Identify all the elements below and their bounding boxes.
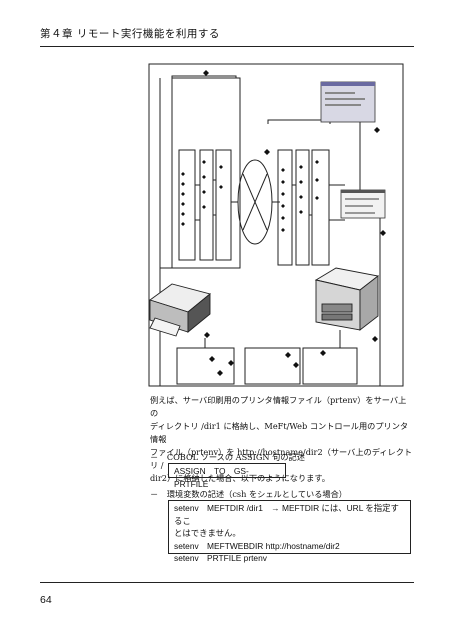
code-setenv: setenv MEFTDIR /dir1 → MEFTDIR には、URL を指… xyxy=(168,500,411,563)
bullet-dash: － xyxy=(150,452,159,462)
printer-left xyxy=(149,283,211,337)
client-column-3 xyxy=(311,149,330,266)
diagram-frame xyxy=(148,63,404,387)
program-column-1 xyxy=(178,149,196,261)
bullet-cobol: － COBOL ソースの ASSIGN 句の記述 xyxy=(150,451,305,463)
bottom-box-3 xyxy=(302,347,358,385)
explanation-paragraph: 例えば、サーバ印刷用のプリンタ情報ファイル（prtenv）をサーバ上の ディレク… xyxy=(150,394,414,485)
code-line: ASSIGN TO GS-PRTFILE xyxy=(174,466,249,489)
code-line: とはできません。 xyxy=(174,528,241,538)
paragraph-line: ディレクトリ /dir1 に格納し、MeFt/Web コントロール用のプリンタ情… xyxy=(150,421,409,444)
paragraph-line: ファイル（prtenv）を http://hostname/dir2（サーバ上の… xyxy=(150,447,413,470)
window-screenshot-2 xyxy=(340,189,386,219)
header-divider xyxy=(40,46,414,47)
bullet-env: － 環境変数の記述（csh をシェルとしている場合） xyxy=(150,488,347,500)
code-line: setenv MEFTWEBDIR http://hostname/dir2 xyxy=(174,540,340,551)
bottom-box-2 xyxy=(244,347,301,385)
page-number: 64 xyxy=(40,594,52,606)
paragraph-line: 例えば、サーバ印刷用のプリンタ情報ファイル（prtenv）をサーバ上の xyxy=(150,395,407,418)
footer-divider xyxy=(40,582,414,583)
bullet-text: 環境変数の記述（csh をシェルとしている場合） xyxy=(166,489,347,499)
chapter-title: 第４章 リモート実行機能を利用する xyxy=(40,28,220,40)
left-server-block xyxy=(171,77,241,269)
program-column-2 xyxy=(199,149,214,261)
left-bracket xyxy=(171,75,237,78)
window-screenshot-1 xyxy=(320,81,376,123)
printer-right xyxy=(314,267,380,331)
diagram-markers xyxy=(181,70,386,376)
code-line: setenv PRTFILE prtenv xyxy=(174,553,267,563)
code-assign: ASSIGN TO GS-PRTFILE xyxy=(168,463,286,489)
code-line: setenv MEFTDIR /dir1 → MEFTDIR には、URL を指… xyxy=(174,503,399,526)
bottom-box-1 xyxy=(176,347,235,385)
program-column-3 xyxy=(215,149,232,261)
client-column-1 xyxy=(277,149,293,266)
bullet-dash: － xyxy=(150,489,159,499)
paragraph-line: dir2）に格納した場合、以下のようになります。 xyxy=(150,473,330,483)
bullet-text: COBOL ソースの ASSIGN 句の記述 xyxy=(166,452,305,462)
client-column-2 xyxy=(295,149,310,266)
